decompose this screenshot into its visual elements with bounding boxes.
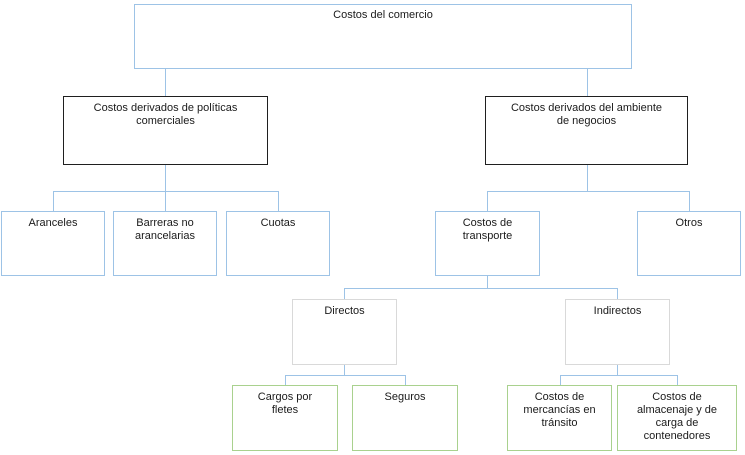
connector-to-almacenaje (677, 375, 678, 385)
connector-to-indirectos (617, 288, 618, 299)
node-indirectos: Indirectos (565, 299, 670, 365)
connector-to-otros (689, 191, 690, 211)
node-seguros: Seguros (352, 385, 458, 451)
connector-politicas-stem (165, 165, 166, 191)
node-barreras-no-arancelarias: Barreras no arancelarias (113, 211, 217, 276)
connector-politicas-bar (53, 191, 279, 192)
connector-directos-stem (344, 365, 345, 375)
connector-transporte-stem (487, 276, 488, 288)
node-almacenaje-contenedores: Costos de almacenaje y de carga de conte… (617, 385, 737, 451)
node-costos-comercio: Costos del comercio (134, 4, 632, 69)
node-costos-transporte: Costos de transporte (435, 211, 540, 276)
connector-root-ambiente (587, 69, 588, 96)
connector-to-fletes (285, 375, 286, 385)
node-cargos-fletes: Cargos por fletes (232, 385, 338, 451)
connector-to-transporte (487, 191, 488, 211)
node-politicas-comerciales: Costos derivados de políticas comerciale… (63, 96, 268, 165)
connector-transporte-bar (344, 288, 618, 289)
connector-ambiente-bar (487, 191, 690, 192)
node-directos: Directos (292, 299, 397, 365)
connector-to-mercancias (560, 375, 561, 385)
connector-to-barreras (165, 191, 166, 211)
connector-ambiente-stem (587, 165, 588, 191)
node-ambiente-negocios: Costos derivados del ambiente de negocio… (485, 96, 688, 165)
connector-to-aranceles (53, 191, 54, 211)
connector-indirectos-bar (560, 375, 678, 376)
connector-to-cuotas (278, 191, 279, 211)
node-otros: Otros (637, 211, 741, 276)
node-mercancias-transito: Costos de mercancías en tránsito (507, 385, 612, 451)
connector-root-politicas (165, 69, 166, 96)
connector-directos-bar (285, 375, 406, 376)
node-aranceles: Aranceles (1, 211, 105, 276)
connector-to-seguros (405, 375, 406, 385)
node-cuotas: Cuotas (226, 211, 330, 276)
connector-to-directos (344, 288, 345, 299)
connector-indirectos-stem (617, 365, 618, 375)
